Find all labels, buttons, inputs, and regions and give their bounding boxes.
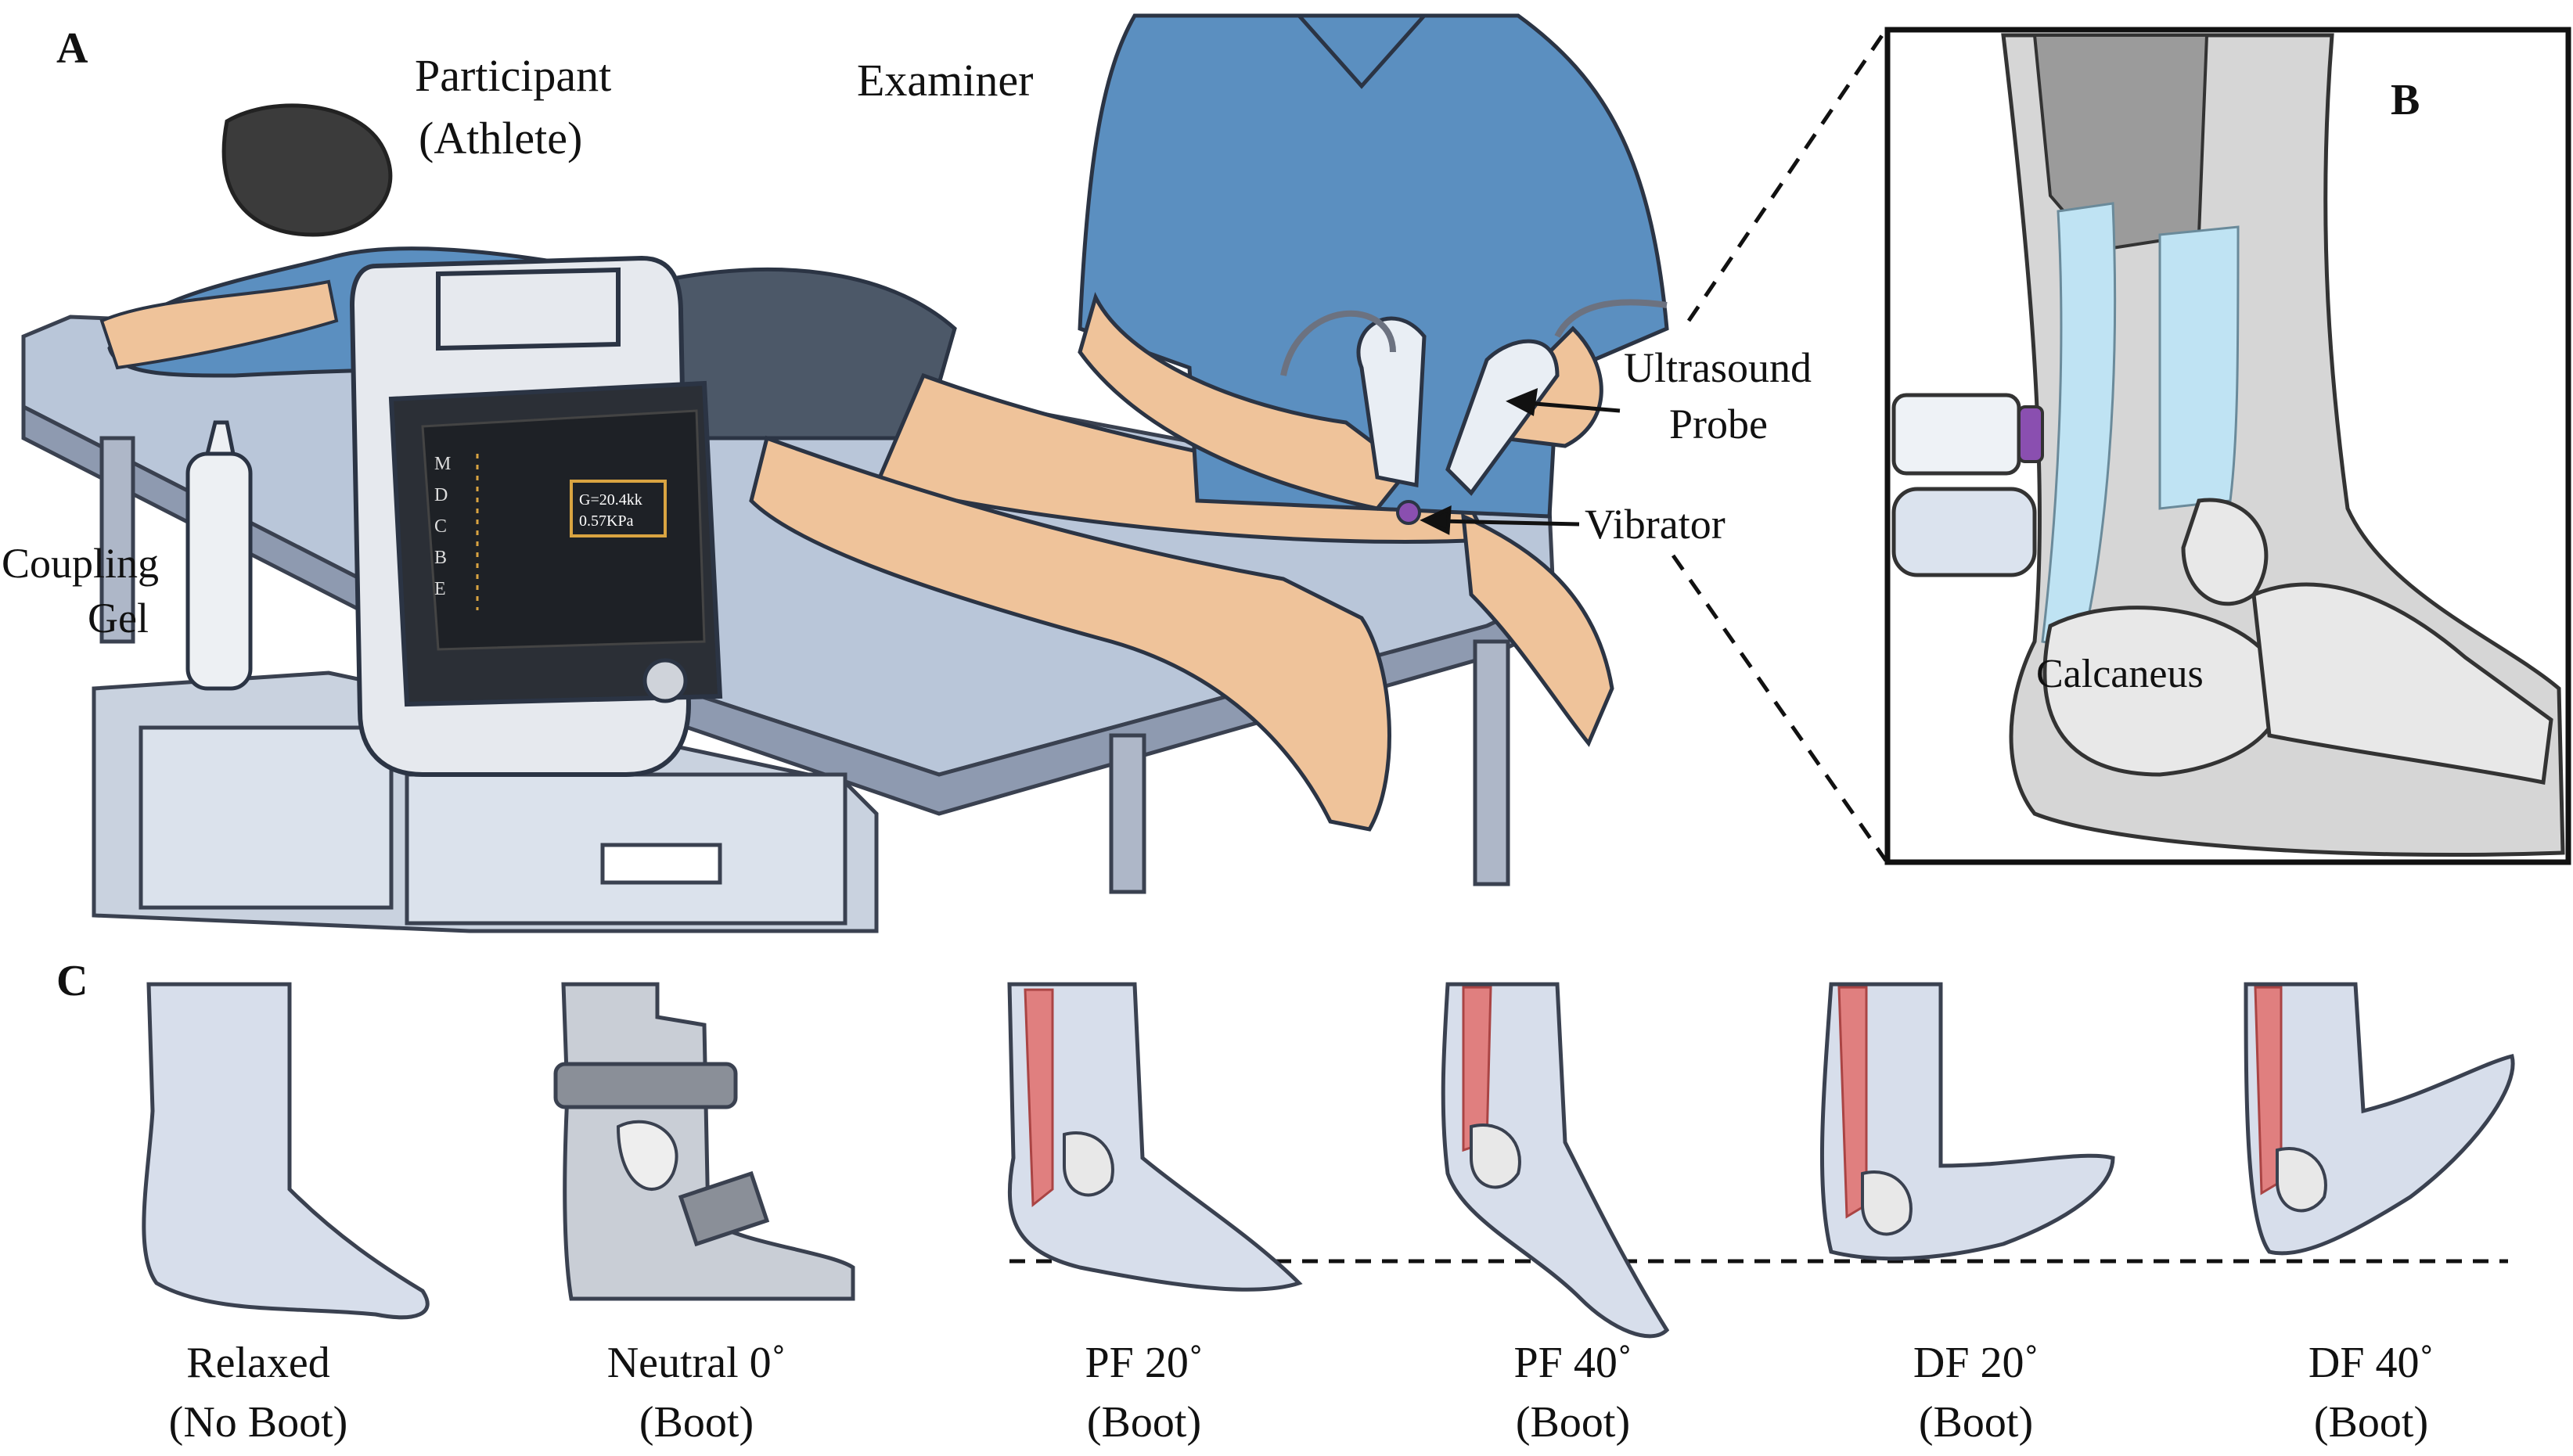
vibrator-label: Vibrator	[1585, 501, 1726, 548]
calcaneus-label: Calcaneus	[2036, 652, 2204, 696]
ultrasound-probe-label-line1: Ultrasound	[1624, 344, 1812, 391]
caption-pf20-line2: (Boot)	[1087, 1398, 1201, 1447]
panel-label-c: C	[56, 957, 88, 1005]
device-menu: M D C B E	[434, 454, 451, 599]
menu-letter-d: D	[434, 485, 448, 505]
examiner-figure	[1078, 13, 1669, 525]
caption-df40-line1: DF 40˚	[2309, 1339, 2434, 1387]
readout-line2: 0.57KPa	[579, 512, 634, 530]
menu-letter-b: B	[434, 548, 447, 568]
caption-df20-line2: (Boot)	[1919, 1398, 2033, 1447]
caption-relaxed-line1: Relaxed	[186, 1339, 329, 1387]
device-readout-box: G=20.4kk 0.57KPa	[570, 480, 667, 537]
panel-b-anatomy: B Calcaneus	[1884, 27, 2571, 865]
panel-c-positions: C	[56, 957, 2515, 1447]
caption-neutral-line1: Neutral 0˚	[607, 1339, 786, 1387]
foot-df40	[2244, 982, 2515, 1256]
foot-pf20	[1007, 982, 1303, 1292]
foot-relaxed	[142, 982, 430, 1320]
caption-df40-line2: (Boot)	[2314, 1398, 2428, 1447]
ultrasound-probe-label-line2: Probe	[1669, 401, 1768, 448]
caption-pf40-line1: PF 40˚	[1514, 1339, 1632, 1387]
panel-label-a: A	[56, 24, 88, 73]
ultrasound-device: M D C B E G=20.4kk 0.57KPa	[185, 255, 723, 777]
caption-neutral-line2: (Boot)	[639, 1398, 754, 1447]
panel-label-b: B	[2391, 76, 2420, 124]
participant-label-line1: Participant	[415, 50, 611, 101]
position-captions: Relaxed (No Boot) Neutral 0˚ (Boot) PF 2…	[169, 1339, 2434, 1447]
foot-neutral-boot	[553, 982, 855, 1301]
gel-bottle	[185, 451, 253, 691]
coupling-gel-label-line1: Coupling	[2, 540, 159, 587]
participant-label-line2: (Athlete)	[419, 113, 582, 164]
zoom-connector	[1671, 28, 1888, 862]
readout-line1: G=20.4kk	[579, 491, 642, 509]
panel-a-illustration: A	[2, 13, 1812, 933]
menu-letter-e: E	[434, 579, 446, 599]
caption-pf20-line1: PF 20˚	[1085, 1339, 1204, 1387]
probe-and-vibrator	[1891, 393, 2044, 577]
caption-df20-line1: DF 20˚	[1913, 1339, 2039, 1387]
device-cart	[92, 670, 879, 933]
coupling-gel-label-line2: Gel	[88, 595, 149, 642]
examiner-label: Examiner	[857, 55, 1033, 106]
menu-letter-c: C	[434, 516, 447, 537]
menu-letter-m: M	[434, 454, 451, 474]
caption-pf40-line2: (Boot)	[1516, 1398, 1630, 1447]
foot-df20	[1819, 982, 2115, 1261]
label-arrows	[1420, 388, 1621, 535]
foot-pf40	[1441, 982, 1670, 1339]
caption-relaxed-line2: (No Boot)	[169, 1398, 348, 1447]
